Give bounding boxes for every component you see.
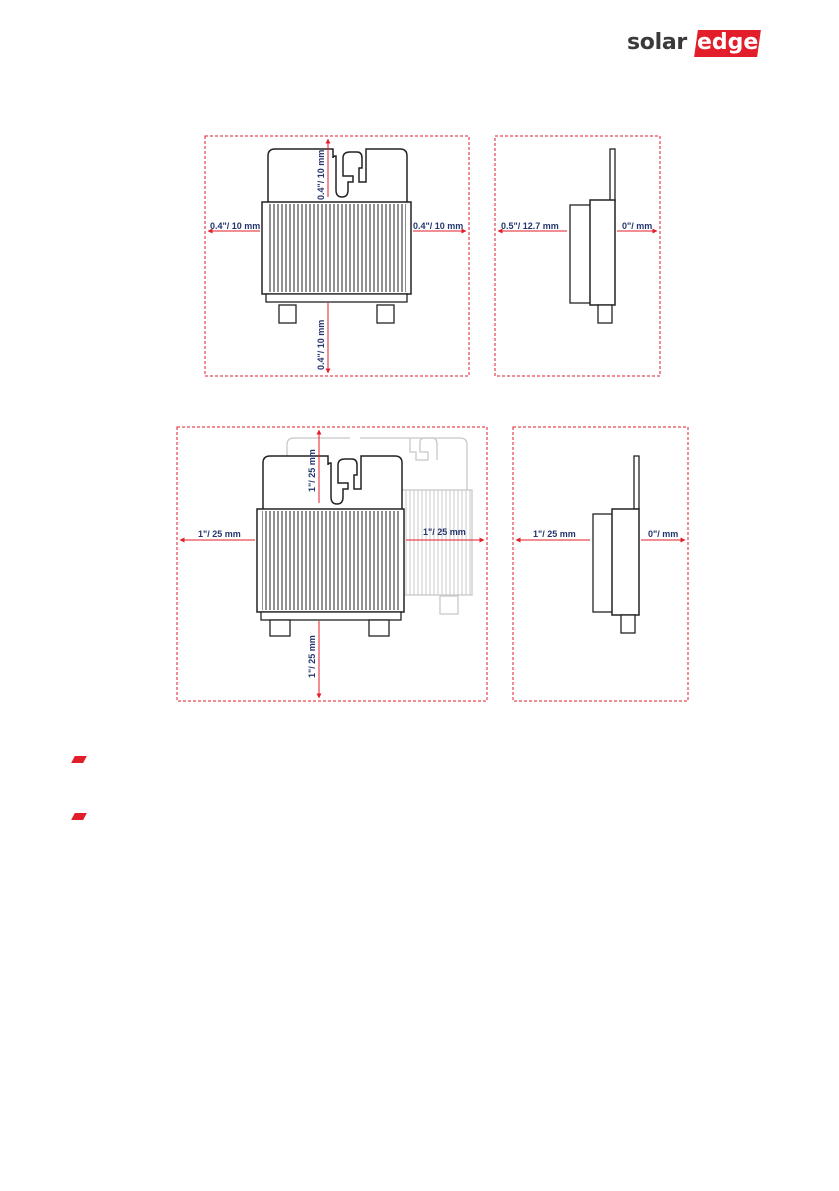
bottom-front-view: 1"/ 25 mm 1"/ 25 mm 1"/ 25 mm 1"/ 25 mm: [177, 427, 487, 701]
connector-left: [279, 305, 296, 323]
label-bottom: 0.4"/ 10 mm: [316, 320, 326, 370]
heatsink-fins: [262, 511, 399, 610]
label-right: 0"/ mm: [648, 529, 678, 539]
label-right: 0"/ mm: [622, 221, 652, 231]
cover-side: [570, 205, 591, 303]
connector-side: [621, 615, 635, 633]
optimizer-base: [266, 294, 407, 302]
bottom-side-view: 1"/ 25 mm 0"/ mm: [513, 427, 688, 701]
body-side: [590, 200, 615, 305]
label-bottom: 1"/ 25 mm: [307, 635, 317, 678]
connector-right: [377, 305, 394, 323]
connector-left: [270, 620, 290, 636]
heatsink-fins: [267, 204, 406, 292]
cover-side: [593, 514, 613, 612]
label-top: 1"/ 25 mm: [307, 449, 317, 492]
label-right: 1"/ 25 mm: [423, 527, 466, 537]
label-left: 0.5"/ 12.7 mm: [501, 221, 559, 231]
label-left: 0.4"/ 10 mm: [210, 221, 260, 231]
top-side-view: 0.5"/ 12.7 mm 0"/ mm: [495, 136, 660, 376]
connector-side: [598, 305, 612, 323]
bracket-side: [610, 149, 615, 201]
mounting-bracket: [263, 456, 402, 509]
label-top: 0.4"/ 10 mm: [316, 150, 326, 200]
body-side: [612, 509, 639, 615]
label-left: 1"/ 25 mm: [533, 529, 576, 539]
mounting-bracket: [268, 149, 407, 202]
label-right: 0.4"/ 10 mm: [413, 221, 463, 231]
optimizer-base: [261, 612, 401, 620]
label-left: 1"/ 25 mm: [198, 529, 241, 539]
bracket-side: [634, 456, 639, 509]
top-front-view: 0.4"/ 10 mm 0.4"/ 10 mm 0.4"/ 10 mm 0.4"…: [205, 136, 469, 376]
connector-right: [369, 620, 389, 636]
